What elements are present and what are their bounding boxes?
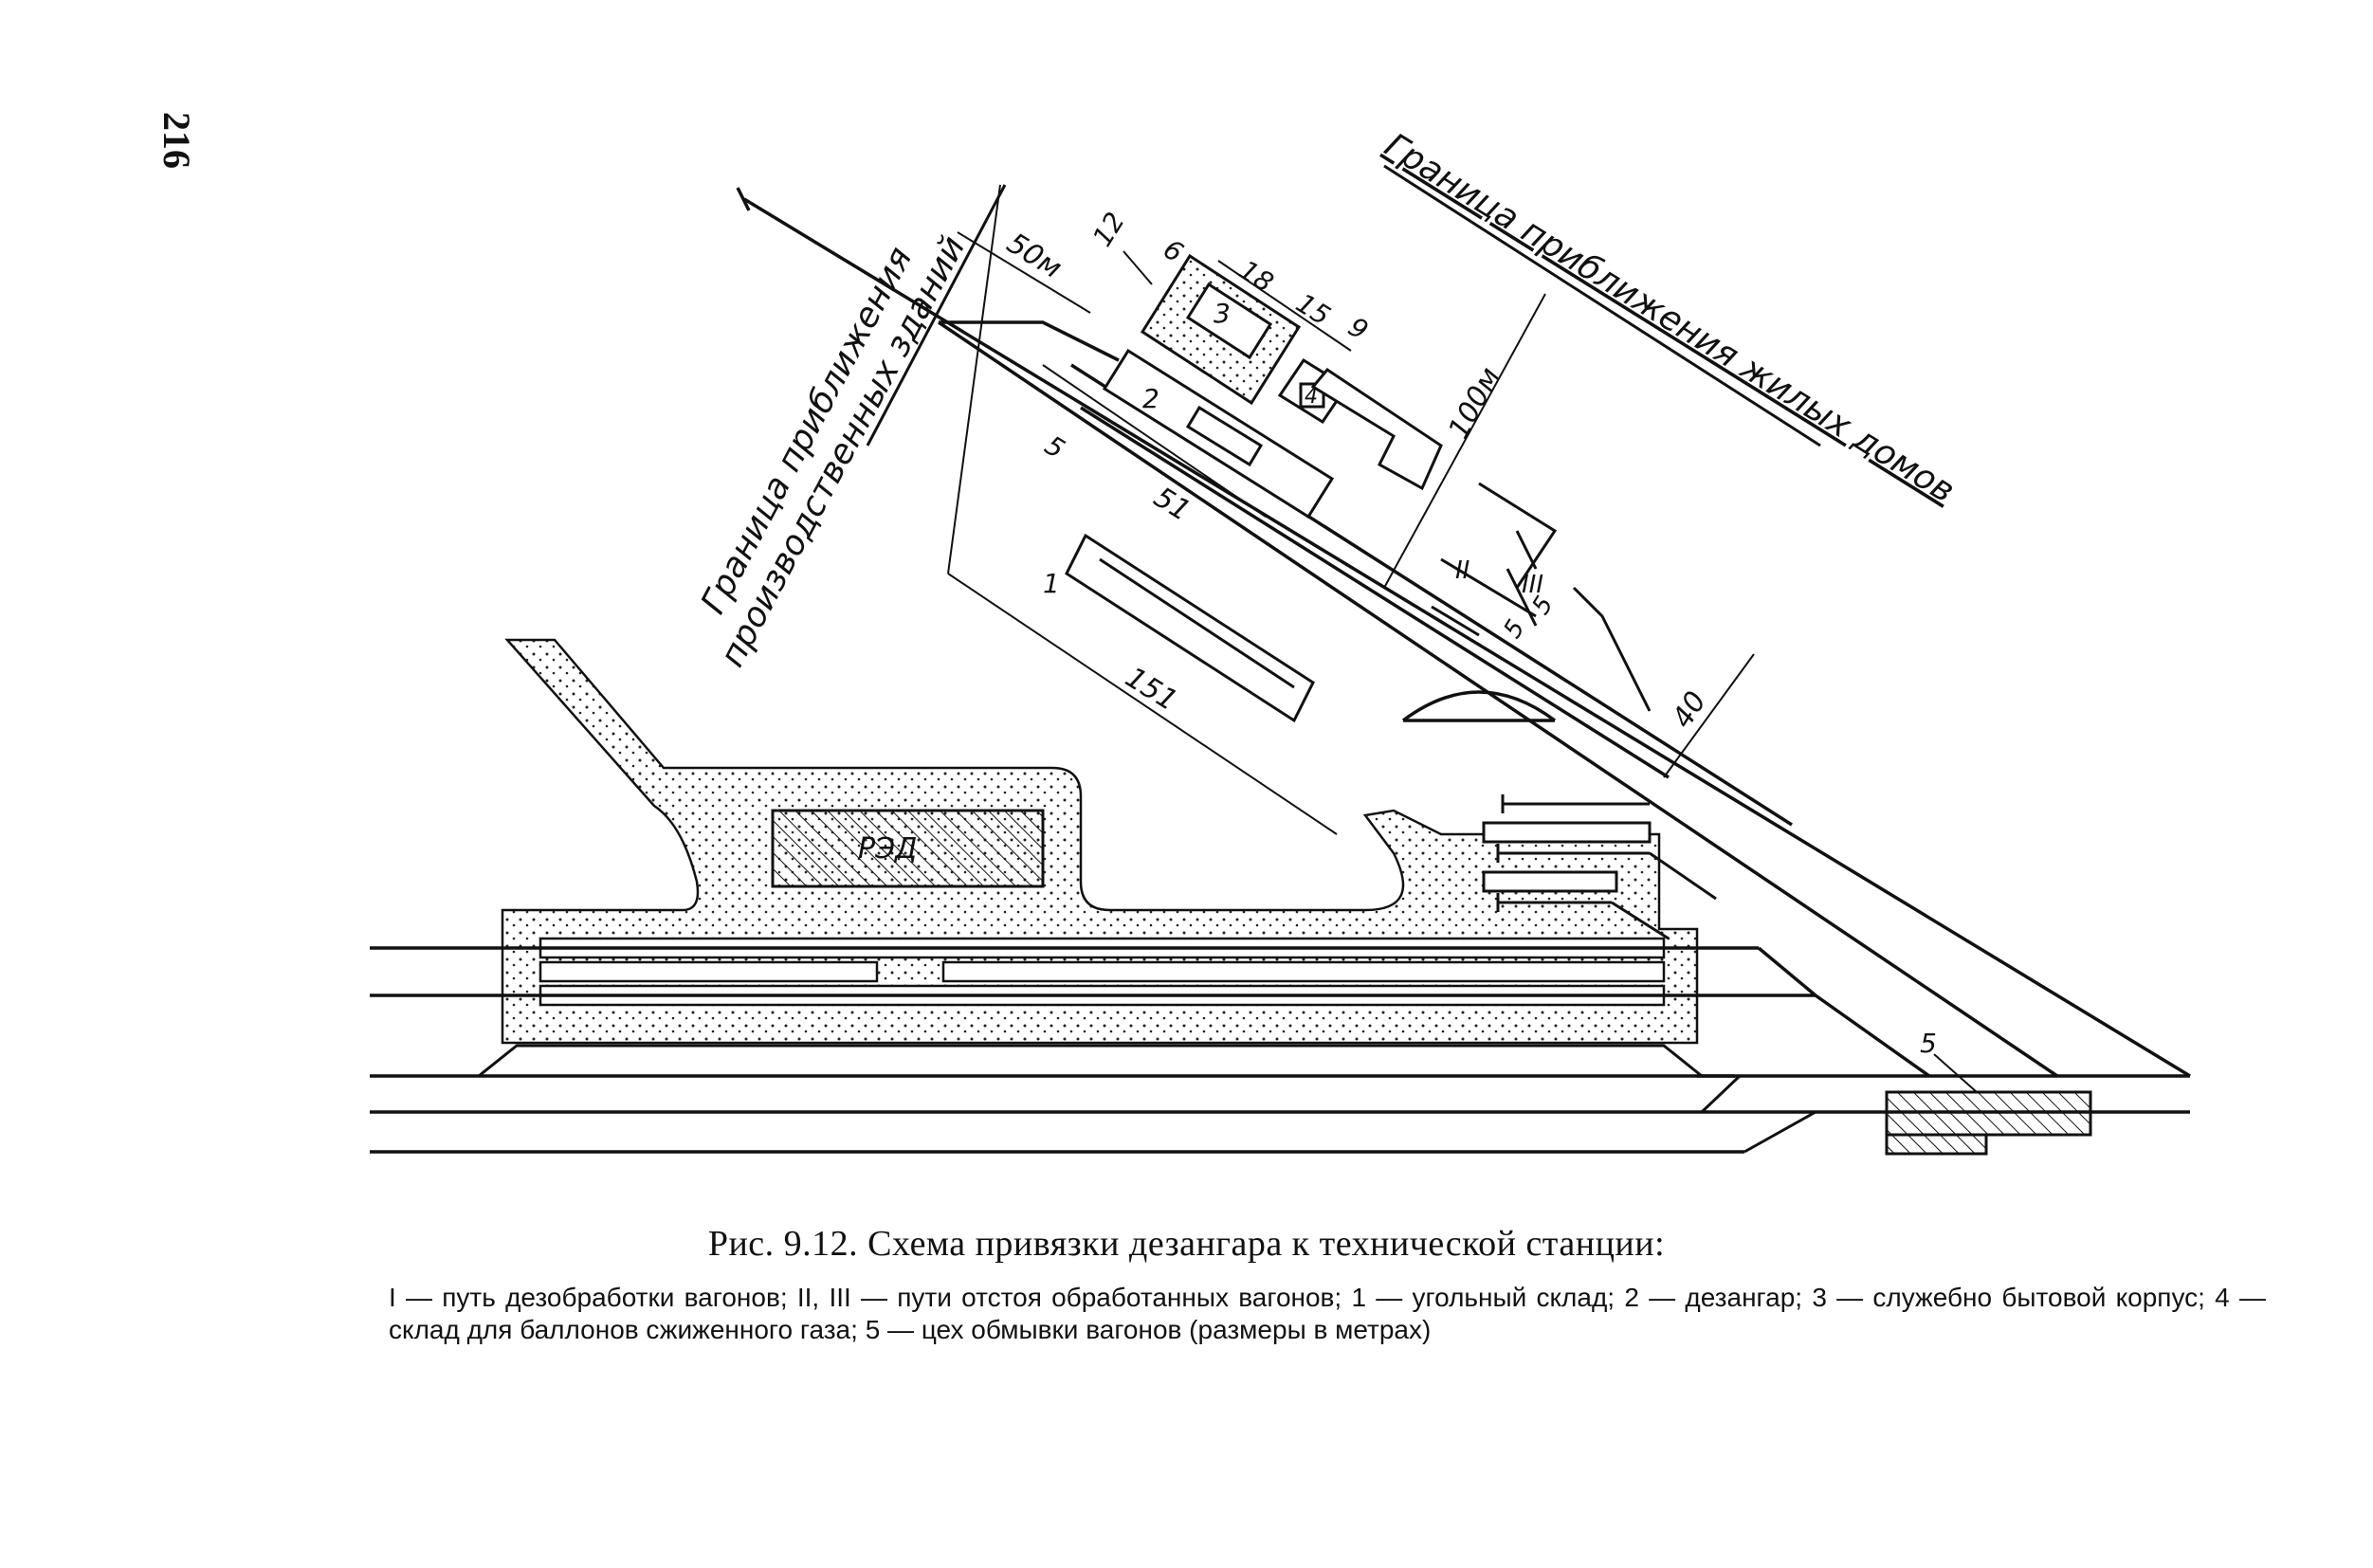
label-item-1: 1: [1043, 568, 1060, 599]
label-track-II: II: [1455, 556, 1469, 585]
dimension-lines: [947, 184, 1755, 835]
service-building: [1140, 253, 1302, 406]
label-track-III: III: [1522, 571, 1543, 599]
dim-40: 40: [1666, 685, 1713, 734]
label-item-5: 5: [1920, 1028, 1937, 1059]
dim-51: 51: [1148, 481, 1196, 528]
boundary-residential-line: [1383, 164, 1821, 447]
boundary-production-line2: производственных зданий: [713, 230, 974, 674]
gas-store: [1277, 357, 1443, 491]
tracks-area: [1431, 482, 1652, 712]
coal-store: [1065, 533, 1315, 723]
boundary-production-text: Граница приближения производственных зда…: [694, 230, 974, 674]
washing-shop: [1885, 1053, 2092, 1156]
red-building-label: РЭД: [858, 832, 917, 866]
dezangar: [1102, 348, 1335, 520]
boundary-production-line: [866, 184, 1007, 447]
figure-caption-legend: I — путь дезобработки вагонов; II, III —…: [389, 1283, 2266, 1344]
boundary-residential-text: Граница приближения жилых домов: [1378, 126, 1962, 511]
label-item-2: 2: [1142, 383, 1159, 414]
lower-platform: [478, 1044, 1816, 1154]
dim-5a: 5: [1039, 429, 1070, 465]
boundary-production-line1: Граница приближения: [694, 241, 921, 620]
figure-caption-title: Рис. 9.12. Схема привязки дезангара к те…: [707, 1224, 1666, 1264]
label-item-3: 3: [1214, 298, 1231, 329]
red-building: [771, 809, 1045, 888]
dim-50m: 50м: [1001, 227, 1068, 285]
dim-9: 9: [1342, 311, 1374, 346]
yard-tracks: [1482, 794, 1717, 940]
dim-100m: 100м: [1442, 362, 1506, 445]
dim-12: 12: [1086, 207, 1131, 252]
label-item-4: 4: [1305, 385, 1318, 409]
